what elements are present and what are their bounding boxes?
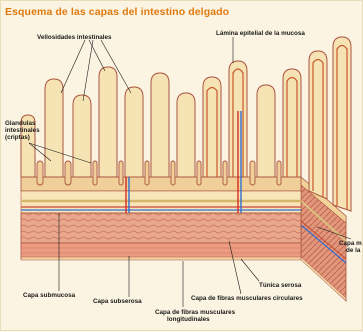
- circular-muscle-layer: [21, 213, 301, 243]
- label-circulares: Capa de fibras musculares circulares: [191, 295, 303, 302]
- label-glandulas-1: Glandulas: [5, 120, 36, 127]
- label-longitudinales-1: Capa de fibras musculares: [155, 309, 236, 316]
- serosa-layer: [21, 257, 301, 260]
- label-submucosa: Capa submucosa: [23, 292, 76, 299]
- label-capa-m-2: de la: [346, 247, 361, 254]
- label-capa-m-1: Capa m: [339, 240, 362, 247]
- mucosa-band: [21, 177, 301, 191]
- label-lamina: Lámina epitelial de la mucosa: [216, 30, 305, 37]
- longitudinal-muscle-layer: [21, 243, 301, 259]
- label-vellosidades: Vellosidades intestinales: [37, 34, 112, 41]
- label-glandulas-2: intestinales: [5, 127, 40, 134]
- label-subserosa: Capa subserosa: [93, 298, 142, 305]
- label-longitudinales-2: longitudinales: [167, 316, 210, 323]
- label-glandulas-3: (criptas): [5, 134, 30, 141]
- label-tunica: Túnica serosa: [259, 282, 302, 289]
